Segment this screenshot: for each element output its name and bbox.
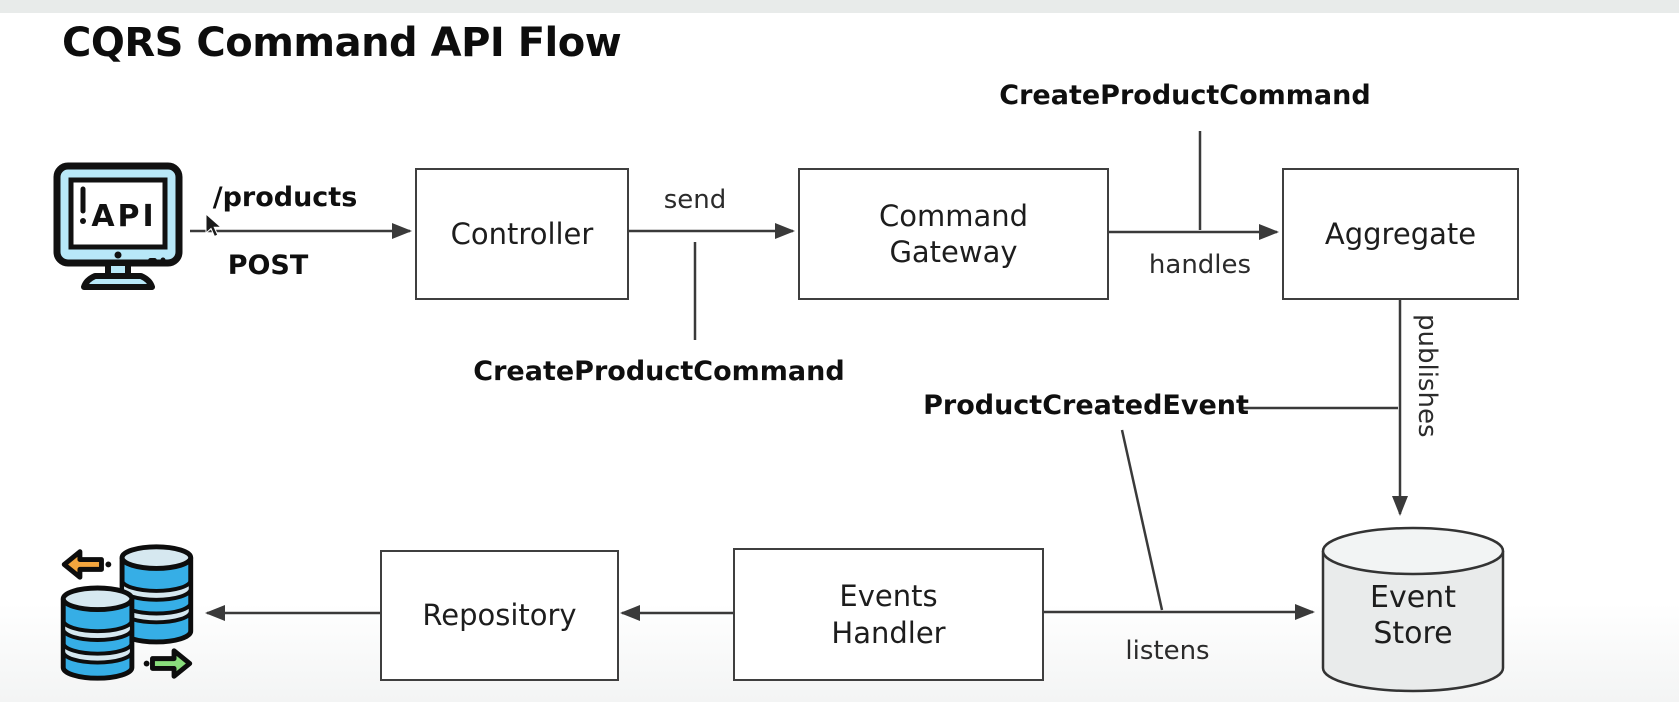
node-aggregate-label: Aggregate <box>1324 216 1477 251</box>
node-event-store-label: Event Store <box>1370 580 1456 651</box>
node-repository: Repository <box>380 550 619 681</box>
edge-label-handles: handles <box>1148 250 1252 280</box>
export-arrow-icon <box>61 549 104 580</box>
db-front-cylinder <box>60 585 135 681</box>
top-strip <box>0 0 1679 13</box>
edge-label-listens: listens <box>1125 636 1210 666</box>
label-create-product-command-bottom: CreateProductCommand <box>473 356 845 387</box>
event-store-cylinder <box>1321 526 1505 693</box>
api-icon-label: API <box>91 199 156 234</box>
node-events-handler-label: Events Handler <box>831 579 946 650</box>
edge-label-publishes: publishes <box>1412 314 1442 438</box>
edge-label-send: send <box>663 185 727 215</box>
api-monitor-icon: API <box>53 162 183 290</box>
node-controller-label: Controller <box>450 216 594 251</box>
node-command-gateway: Command Gateway <box>798 168 1109 300</box>
database-sync-icon <box>60 544 194 681</box>
label-create-product-command-top: CreateProductCommand <box>999 80 1371 111</box>
node-aggregate: Aggregate <box>1282 168 1519 300</box>
node-controller: Controller <box>415 168 629 300</box>
node-events-handler: Events Handler <box>733 548 1044 681</box>
node-repository-label: Repository <box>422 598 577 633</box>
edge-label-request-path: /products <box>212 182 358 213</box>
tick-event-to-listens <box>1120 429 1164 611</box>
import-arrow-icon <box>150 648 193 679</box>
node-command-gateway-label: Command Gateway <box>878 198 1029 269</box>
edge-label-request-method: POST <box>227 250 309 281</box>
diagram-title: CQRS Command API Flow <box>62 20 622 66</box>
mouse-cursor <box>205 213 223 238</box>
label-product-created-event: ProductCreatedEvent <box>923 390 1249 421</box>
db-back-cylinder <box>119 544 194 645</box>
